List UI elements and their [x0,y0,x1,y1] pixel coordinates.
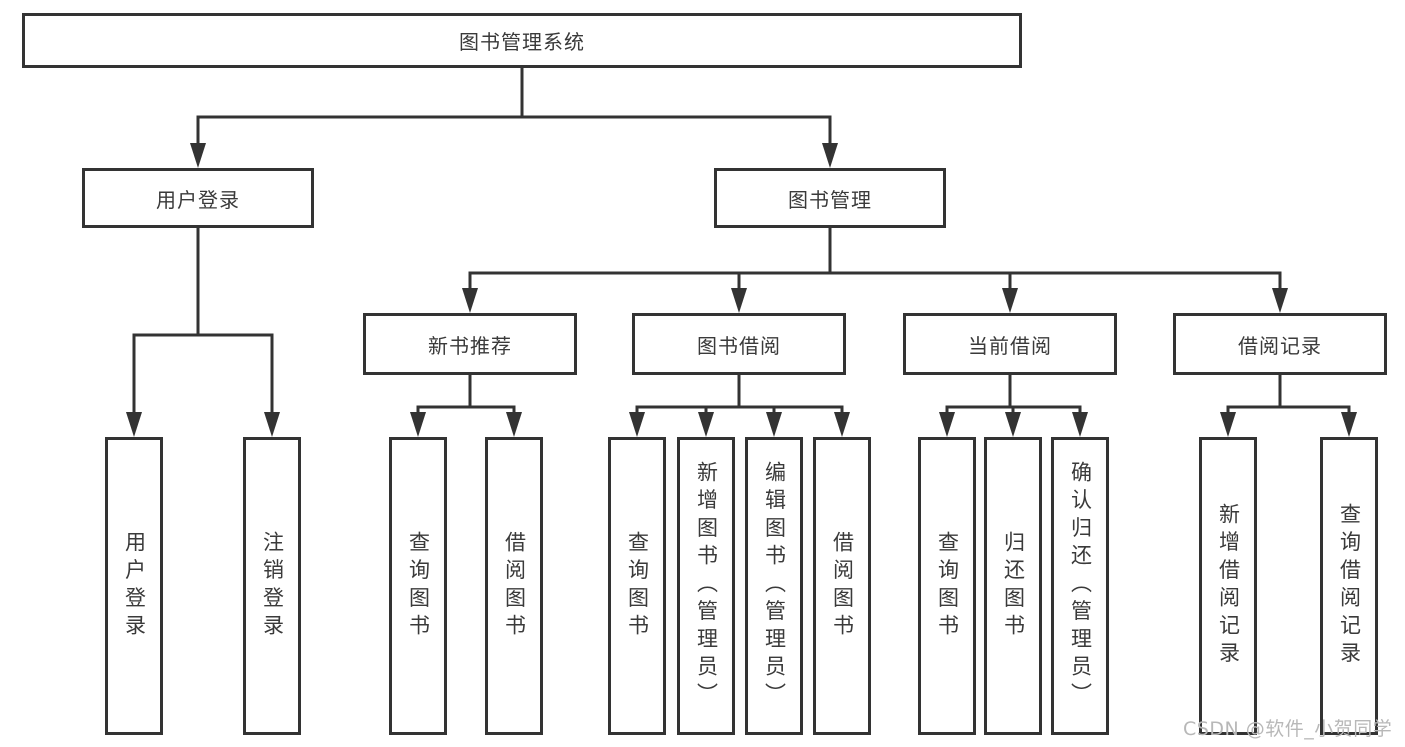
leaf-current-return-books: 归还图书 [984,437,1042,735]
node-label: 新增图书（管理员） [694,461,719,711]
arrow-to-bb-edit-books [766,412,782,437]
connector-path [132,66,1351,416]
arrow-to-cb-return-books [1005,412,1021,437]
arrow-to-current-borrow [1002,288,1018,313]
node-label: 注销登录 [260,530,285,642]
leaf-current-query-books: 查询图书 [918,437,976,735]
node-label: 新增借阅记录 [1216,502,1241,670]
node-label: 查询图书 [625,530,650,642]
arrow-to-leaf-user-login [126,412,142,437]
leaf-borrow-borrow-books: 借阅图书 [813,437,871,735]
arrow-to-nbr-query-books [410,412,426,437]
node-label: 图书借阅 [697,333,781,358]
node-label: 查询图书 [935,530,960,642]
leaf-borrow-add-books-admin: 新增图书（管理员） [677,437,735,735]
arrowheads [126,143,1357,437]
arrow-to-bb-borrow-books [834,412,850,437]
leaf-user-login: 用户登录 [105,437,163,735]
node-borrow-records: 借阅记录 [1173,313,1387,375]
arrow-to-borrow-records [1272,288,1288,313]
csdn-watermark: CSDN @软件_小贺同学 [1183,718,1393,740]
node-book-borrow: 图书借阅 [632,313,846,375]
arrow-to-br-query-record [1341,412,1357,437]
node-label: 确认归还（管理员） [1068,461,1093,711]
arrow-to-leaf-logout [264,412,280,437]
node-label: 用户登录 [122,530,147,642]
node-label: 查询借阅记录 [1337,502,1362,670]
arrow-to-book-borrow [731,288,747,313]
arrow-to-br-add-record [1220,412,1236,437]
leaf-logout: 注销登录 [243,437,301,735]
arrow-to-bb-query-books [629,412,645,437]
arrow-to-new-book-recommend [462,288,478,313]
node-label: 编辑图书（管理员） [762,461,787,711]
node-label: 图书管理系统 [459,30,585,54]
arrow-to-bb-add-books [698,412,714,437]
node-label: 借阅记录 [1238,333,1322,358]
leaf-borrow-edit-books-admin: 编辑图书（管理员） [745,437,803,735]
node-label: 借阅图书 [830,530,855,642]
leaf-borrow-query-books: 查询图书 [608,437,666,735]
arrow-to-book-management [822,143,838,168]
node-book-management: 图书管理 [714,168,946,228]
leaf-recommend-borrow-books: 借阅图书 [485,437,543,735]
node-user-login: 用户登录 [82,168,314,228]
node-label: 当前借阅 [968,333,1052,358]
node-label: 新书推荐 [428,333,512,358]
node-label: 查询图书 [406,530,431,642]
leaf-records-query-borrow-record: 查询借阅记录 [1320,437,1378,735]
leaf-recommend-query-books: 查询图书 [389,437,447,735]
node-library-management-system: 图书管理系统 [22,13,1022,68]
node-label: 借阅图书 [502,530,527,642]
node-label: 归还图书 [1001,530,1026,642]
node-label: 图书管理 [788,187,872,212]
arrow-to-user-login [190,143,206,168]
arrow-to-cb-confirm-return [1072,412,1088,437]
node-current-borrow: 当前借阅 [903,313,1117,375]
arrow-to-cb-query-books [939,412,955,437]
arrow-to-nbr-borrow-books [506,412,522,437]
node-new-book-recommend: 新书推荐 [363,313,577,375]
node-label: 用户登录 [156,187,240,212]
leaf-current-confirm-return-admin: 确认归还（管理员） [1051,437,1109,735]
leaf-records-add-borrow-record: 新增借阅记录 [1199,437,1257,735]
